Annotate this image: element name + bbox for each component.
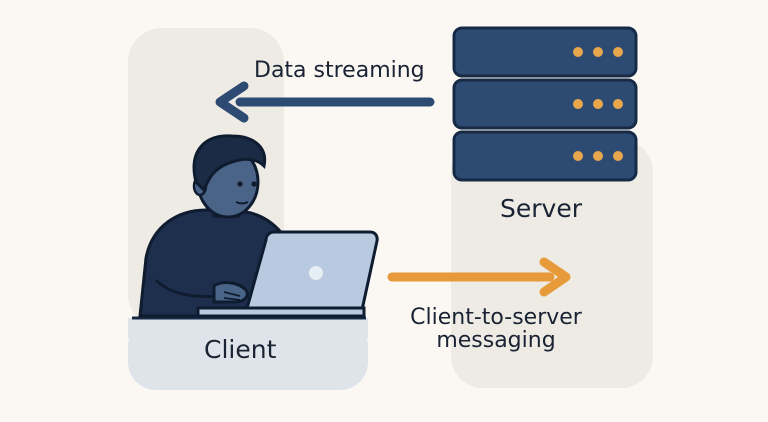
server-unit	[452, 78, 638, 130]
server-unit	[452, 26, 638, 78]
person-hand	[212, 281, 249, 304]
person-eye	[237, 181, 243, 187]
client-to-server-label: Client-to-server messaging	[410, 305, 582, 354]
server-icon	[452, 26, 638, 182]
server-label: Server	[500, 194, 582, 223]
laptop-logo	[309, 266, 323, 280]
person-hair	[192, 134, 267, 193]
person-eye	[251, 181, 257, 187]
client-to-server-arrow	[387, 257, 571, 297]
laptop-icon	[196, 230, 379, 318]
server-unit	[452, 130, 638, 182]
laptop-base	[196, 306, 366, 318]
person-mouth	[235, 201, 249, 205]
data-streaming-label: Data streaming	[254, 58, 425, 83]
client-label: Client	[204, 335, 277, 364]
client-panel-top-fill	[128, 318, 368, 338]
person-fingers	[223, 291, 241, 301]
data-streaming-arrow	[215, 81, 435, 123]
